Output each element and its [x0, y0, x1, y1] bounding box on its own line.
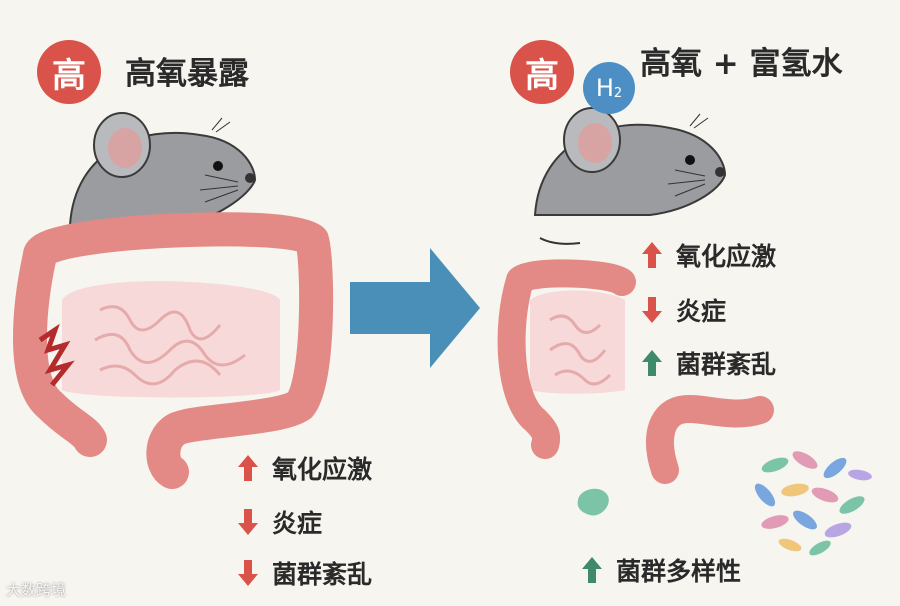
effect-label: 炎症 — [272, 509, 323, 538]
h2-subscript: 2 — [613, 85, 623, 101]
arrow-down-icon — [238, 560, 258, 586]
right-effect-oxidative-stress: 氧化应激 — [640, 237, 776, 273]
high-oxygen-badge-right: 高 — [510, 40, 574, 104]
mouse-left — [68, 112, 257, 226]
mouse-right — [533, 107, 727, 245]
effect-label: 菌群紊乱 — [272, 560, 373, 589]
effect-label: 菌群紊乱 — [676, 350, 777, 379]
effect-label: 菌群多样性 — [616, 557, 742, 586]
arrow-up-icon — [642, 242, 662, 268]
h2-label: H — [595, 74, 614, 102]
right-effect-dysbiosis: 菌群紊乱 — [640, 345, 776, 381]
left-effect-dysbiosis: 菌群紊乱 — [236, 555, 372, 591]
arrow-up-icon — [642, 350, 662, 376]
transition-arrow — [350, 248, 480, 368]
arrow-down-icon — [642, 297, 662, 323]
badge-label: 高 — [52, 55, 86, 96]
intestine-right — [497, 259, 774, 484]
left-title: 高氧暴露 — [125, 56, 249, 92]
high-oxygen-badge-left: 高 — [37, 40, 101, 104]
effect-label: 炎症 — [676, 297, 727, 326]
effect-label: 氧化应激 — [676, 242, 777, 271]
badge-label: 高 — [525, 55, 559, 96]
intestine-left — [13, 212, 334, 489]
arrow-up-icon — [238, 455, 258, 481]
left-effect-inflammation: 炎症 — [236, 504, 322, 540]
arrow-up-icon — [582, 557, 602, 583]
bacteria-cluster — [754, 451, 872, 556]
watermark: 大数跨境 — [6, 581, 67, 599]
right-effect-diversity: 菌群多样性 — [580, 552, 741, 588]
effect-label: 氧化应激 — [272, 455, 373, 484]
right-effect-inflammation: 炎症 — [640, 292, 726, 328]
arrow-down-icon — [238, 509, 258, 535]
right-title: 高氧 + 富氢水 — [640, 46, 843, 82]
left-effect-oxidative-stress: 氧化应激 — [236, 450, 372, 486]
bacterium-green — [577, 488, 609, 516]
